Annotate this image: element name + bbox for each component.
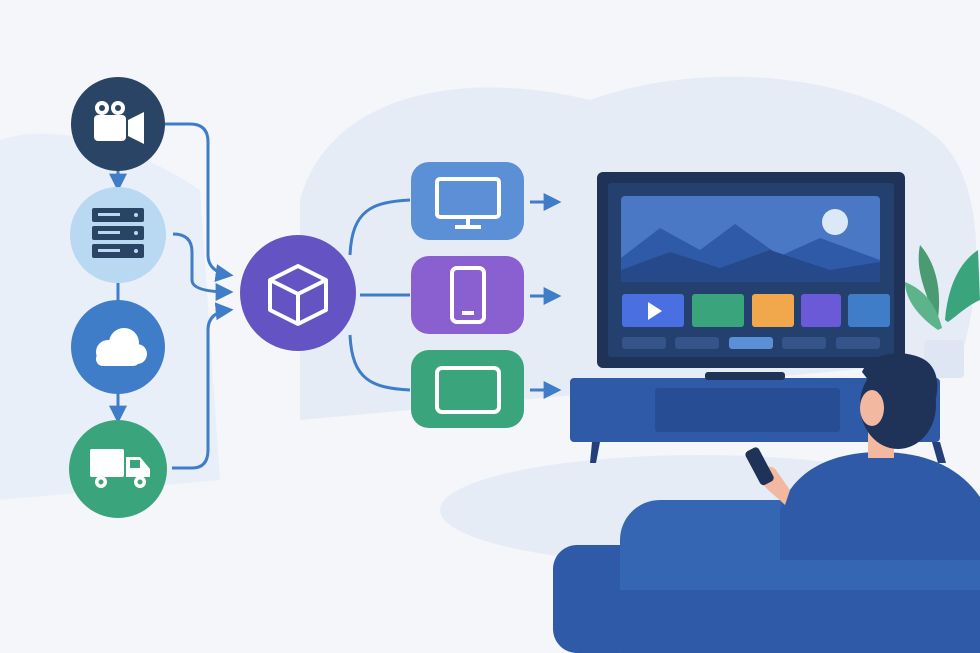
play-icon: [648, 302, 662, 320]
source-node-camera: [71, 77, 165, 171]
connector-truck-hub: [172, 302, 234, 470]
cloud-icon: [96, 328, 147, 366]
remote-control-icon: [745, 447, 774, 486]
monitor-icon: [435, 177, 501, 229]
video-camera-icon: [94, 101, 144, 144]
tv-tile-blue[interactable]: [848, 294, 890, 327]
source-hub-connectors: [165, 122, 234, 470]
source-node-server: [70, 187, 166, 283]
connector-server-hub: [172, 232, 234, 301]
tv-tile-orange[interactable]: [752, 294, 794, 327]
connector-hub-tablet: [348, 334, 411, 392]
tv-hero-banner: [621, 196, 880, 282]
smartphone-icon: [450, 266, 486, 324]
device-tv-connectors: [530, 193, 562, 399]
device-card-monitor: [411, 162, 524, 240]
tablet-icon: [435, 366, 501, 414]
connector-camera-hub: [165, 122, 234, 282]
hub-node: [240, 235, 356, 351]
tv-app-tiles: [622, 294, 890, 327]
device-card-tablet: [411, 350, 524, 428]
device-card-phone: [411, 256, 524, 334]
tv-menu-bar: [622, 337, 880, 349]
mountain-landscape-icon: [621, 224, 880, 282]
package-cube-icon: [268, 264, 328, 326]
connector-hub-monitor: [348, 198, 411, 256]
tv-tile-green[interactable]: [692, 294, 744, 327]
television: [597, 172, 905, 368]
source-node-truck: [69, 420, 167, 518]
tv-tile-purple[interactable]: [801, 294, 841, 327]
delivery-truck-icon: [90, 449, 150, 488]
potted-plant-icon: [905, 245, 980, 378]
person-viewer-icon: [745, 353, 980, 560]
tv-stand: [570, 372, 946, 463]
moon-icon: [822, 209, 848, 235]
source-node-cloud: [71, 300, 165, 394]
server-rack-icon: [92, 208, 144, 258]
hub-device-connectors: [348, 198, 411, 392]
